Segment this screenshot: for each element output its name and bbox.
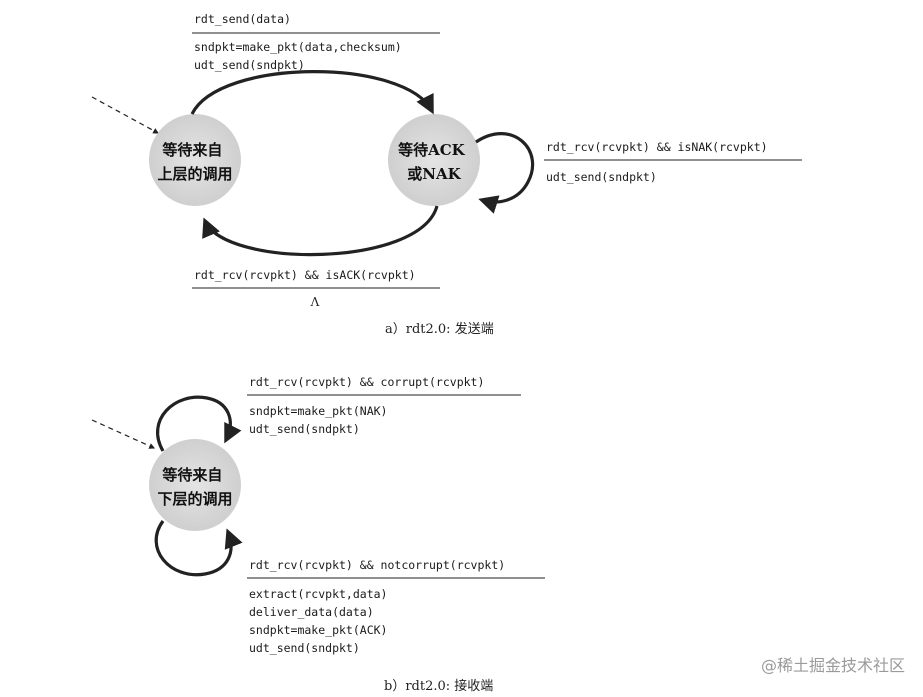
receiver-t2-event: rdt_rcv(rcvpkt) && notcorrupt(rcvpkt): [249, 558, 505, 572]
receiver-t1-action-1: sndpkt=make_pkt(NAK): [249, 404, 387, 418]
receiver-t2-action-3: sndpkt=make_pkt(ACK): [249, 623, 387, 637]
sender-state-wait-call: [149, 114, 241, 206]
receiver-t1-action-2: udt_send(sndpkt): [249, 422, 360, 436]
sender-t3-event: rdt_rcv(rcvpkt) && isACK(rcvpkt): [194, 268, 416, 282]
sender-caption: a）rdt2.0: 发送端: [385, 321, 494, 337]
sender-state-wait-ack-label: 等待ACK 或NAK: [398, 141, 470, 183]
sender-transition-send-arrow: [190, 70, 434, 115]
watermark: @稀土掘金技术社区: [761, 656, 905, 675]
receiver-transition-notcorrupt-loop: [154, 520, 243, 577]
sender-initial-arrow: [91, 96, 160, 134]
receiver-initial-arrow: [91, 419, 156, 449]
sender-t2-event: rdt_rcv(rcvpkt) && isNAK(rcvpkt): [546, 140, 768, 154]
receiver-transition-corrupt-loop: [156, 395, 242, 452]
receiver-caption: b）rdt2.0: 接收端: [384, 678, 493, 694]
sender-fsm: 等待来自 上层的调用 等待ACK 或NAK rdt_send(data) snd…: [91, 12, 802, 337]
sender-transition-nak-loop: [475, 132, 535, 214]
sender-state-wait-call-label: 等待来自 上层的调用: [157, 141, 232, 183]
sender-t3-action-lambda: Λ: [310, 295, 320, 309]
receiver-t2-action-1: extract(rcvpkt,data): [249, 587, 387, 601]
sender-t1-event: rdt_send(data): [194, 12, 291, 26]
receiver-t2-action-4: udt_send(sndpkt): [249, 641, 360, 655]
sender-t2-action-1: udt_send(sndpkt): [546, 170, 657, 184]
sender-t1-action-2: udt_send(sndpkt): [194, 58, 305, 72]
receiver-t2-action-2: deliver_data(data): [249, 605, 374, 619]
receiver-state-wait-below: [149, 439, 241, 531]
receiver-t1-event: rdt_rcv(rcvpkt) && corrupt(rcvpkt): [249, 375, 484, 389]
receiver-state-wait-below-label: 等待来自 下层的调用: [157, 466, 232, 508]
receiver-fsm: 等待来自 下层的调用 rdt_rcv(rcvpkt) && corrupt(rc…: [91, 375, 545, 694]
sender-transition-ack-arrow: [202, 205, 439, 257]
sender-t1-action-1: sndpkt=make_pkt(data,checksum): [194, 40, 402, 54]
sender-state-wait-ack: [388, 114, 480, 206]
